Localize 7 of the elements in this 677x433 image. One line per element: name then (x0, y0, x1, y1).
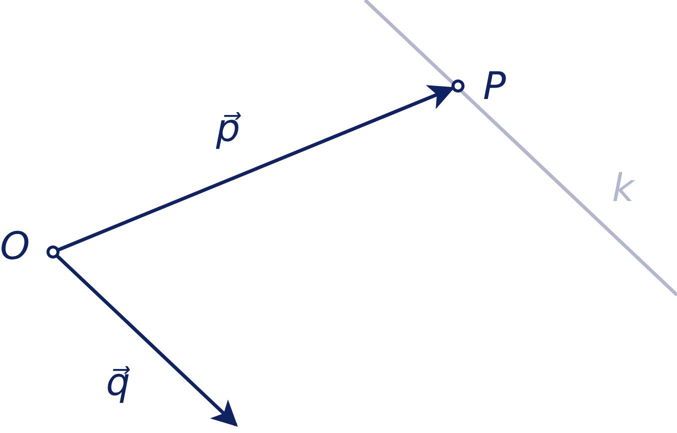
point-label: P (483, 66, 506, 106)
vector-label: q⃗ (106, 362, 130, 402)
vector-arrow (56, 254, 238, 427)
vector-arrow (58, 85, 455, 252)
vector-label: p⃗ (216, 108, 240, 148)
line-label: k (612, 168, 634, 208)
point-label: O (0, 226, 30, 266)
